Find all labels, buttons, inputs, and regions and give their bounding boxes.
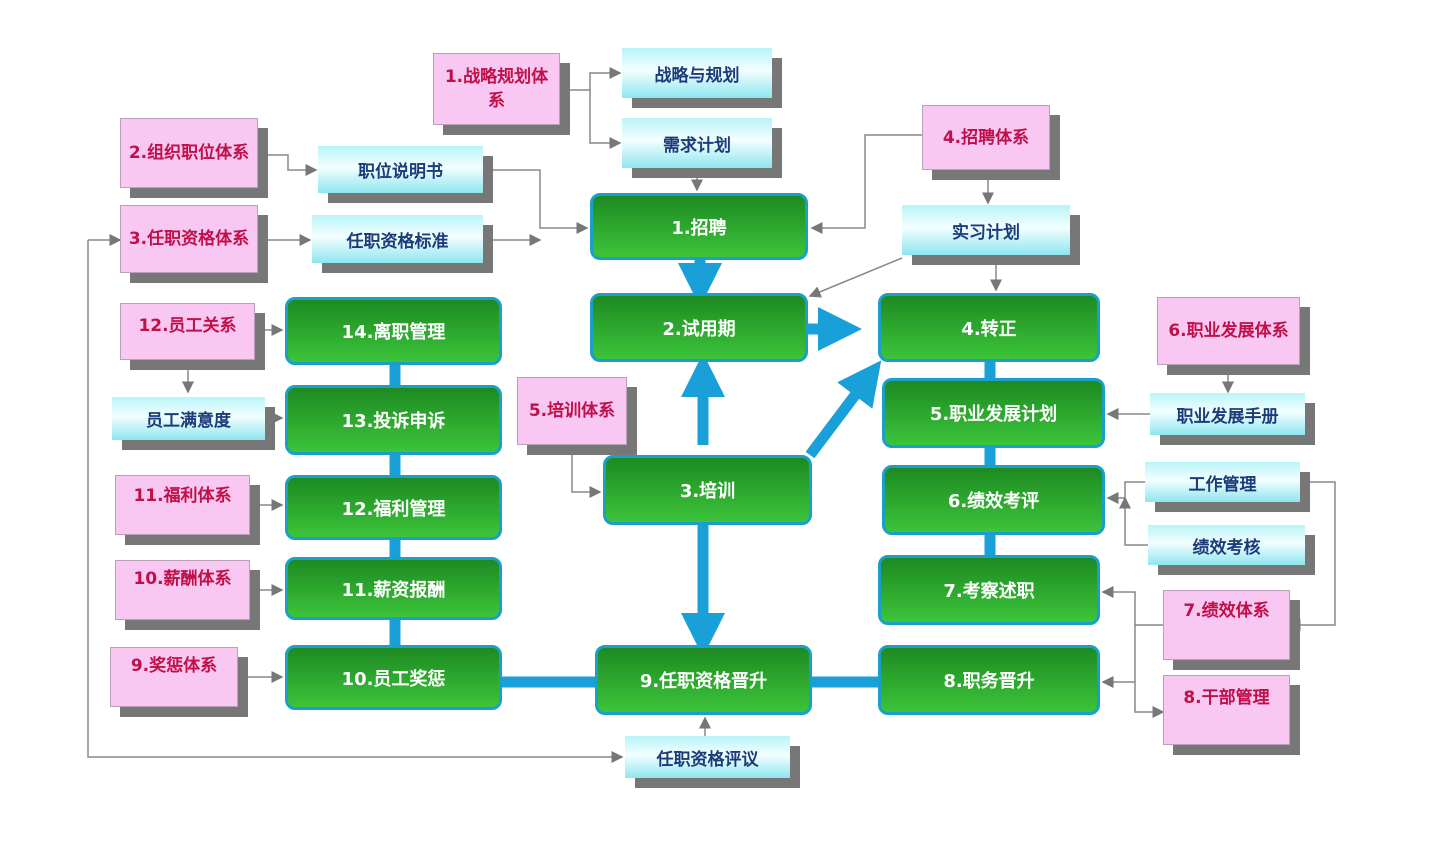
step-complaints: 13.投诉申诉 <box>285 385 502 455</box>
strategy-planning-system: 1.战略规划体系 <box>433 53 560 125</box>
qualification-standard: 任职资格标准 <box>312 215 483 263</box>
recruitment-system: 4.招聘体系 <box>922 105 1050 170</box>
reward-punishment-system: 9.奖惩体系 <box>110 647 238 707</box>
training-system: 5.培训体系 <box>517 377 627 445</box>
step-qualification-promotion: 9.任职资格晋升 <box>595 645 812 715</box>
step-recruitment: 1.招聘 <box>590 193 808 260</box>
career-development-manual: 职业发展手册 <box>1150 393 1305 435</box>
employee-relations: 12.员工关系 <box>120 303 255 360</box>
thin-arrows <box>87 67 1336 763</box>
thick-connectors <box>389 260 996 688</box>
compensation-system: 10.薪酬体系 <box>115 560 250 620</box>
step-welfare-management: 12.福利管理 <box>285 475 502 540</box>
strategy-and-planning: 战略与规划 <box>622 48 772 98</box>
step-performance-review: 6.绩效考评 <box>882 465 1105 535</box>
demand-plan: 需求计划 <box>622 118 772 168</box>
employee-satisfaction: 员工满意度 <box>112 397 265 440</box>
step-resignation: 14.离职管理 <box>285 297 502 365</box>
career-development-system: 6.职业发展体系 <box>1157 297 1300 365</box>
cadre-management: 8.干部管理 <box>1163 675 1290 745</box>
step-career-plan: 5.职业发展计划 <box>882 378 1105 448</box>
performance-appraisal: 绩效考核 <box>1148 525 1305 565</box>
qualification-review: 任职资格评议 <box>625 736 790 778</box>
qualification-system: 3.任职资格体系 <box>120 205 258 273</box>
step-regularization: 4.转正 <box>878 293 1100 362</box>
welfare-system: 11.福利体系 <box>115 475 250 535</box>
step-training: 3.培训 <box>603 455 812 525</box>
step-position-promotion: 8.职务晋升 <box>878 645 1100 715</box>
step-compensation: 11.薪资报酬 <box>285 557 502 620</box>
performance-system: 7.绩效体系 <box>1163 590 1290 660</box>
step-reward-punishment: 10.员工奖惩 <box>285 645 502 710</box>
internship-plan: 实习计划 <box>902 205 1070 255</box>
job-description: 职位说明书 <box>318 146 483 193</box>
step-probation: 2.试用期 <box>590 293 808 362</box>
step-assessment-report: 7.考察述职 <box>878 555 1100 625</box>
org-position-system: 2.组织职位体系 <box>120 118 258 188</box>
work-management: 工作管理 <box>1145 462 1300 502</box>
